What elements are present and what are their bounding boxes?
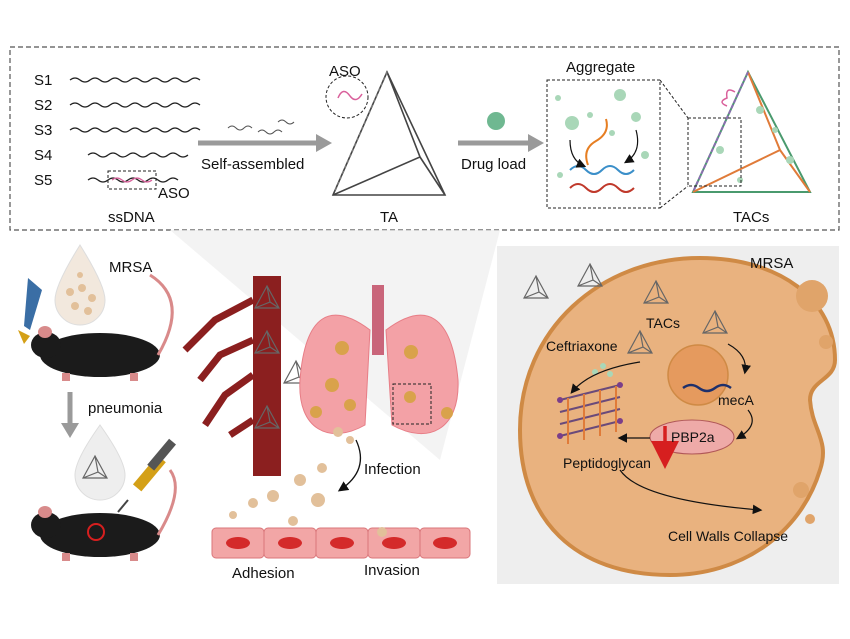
- label-mrsa-right: MRSA: [750, 255, 794, 272]
- label-pneumonia: pneumonia: [88, 400, 163, 417]
- label-ssdna: ssDNA: [108, 209, 155, 226]
- label-aso-top: ASO: [329, 63, 361, 80]
- self-assembly-arrow: [198, 119, 332, 152]
- small-bacteria: [793, 280, 833, 524]
- label-aggregate: Aggregate: [566, 59, 636, 76]
- label-invasion: Invasion: [364, 562, 420, 579]
- label-mrsa-left: MRSA: [109, 259, 153, 276]
- tacs-zoom-box: [687, 117, 742, 187]
- label-s2: S2: [34, 97, 53, 114]
- tac-drop-icon: [74, 424, 126, 501]
- strand-s4: [87, 152, 189, 158]
- aso-box: [107, 170, 157, 190]
- label-cell-walls-collapse: Cell Walls Collapse: [668, 528, 789, 544]
- blood-vessel-icon: [182, 276, 281, 476]
- strand-s5-aso: [111, 177, 153, 183]
- epithelial-cells: [211, 527, 471, 559]
- label-s3: S3: [34, 122, 53, 139]
- ceftriaxone-dots: [592, 363, 613, 377]
- label-aso-strand: ASO: [158, 185, 190, 202]
- mouse-icon-bottom: [31, 469, 177, 561]
- right-panel: [497, 246, 839, 584]
- label-s1: S1: [34, 72, 53, 89]
- strand-s1: [69, 77, 201, 83]
- label-tacs-top: TACs: [733, 209, 770, 226]
- drug-load-arrow: [458, 112, 544, 152]
- infection-arrow: [337, 439, 361, 492]
- label-self-assembled: Self-assembled: [201, 156, 305, 173]
- aso-circle: [325, 75, 369, 119]
- meca-gene-icon: [682, 383, 732, 393]
- ta-tetrahedron-icon: [331, 70, 447, 196]
- label-tacs-right: TACs: [646, 315, 680, 331]
- bacteria-cluster: [229, 427, 354, 526]
- mrsa-drop-icon: [54, 244, 106, 326]
- aggregate-box: [546, 79, 661, 209]
- zoom-lines: [659, 79, 689, 209]
- strand-s2: [69, 102, 201, 108]
- label-ta: TA: [380, 209, 399, 226]
- label-pbp2a: PBP2a: [671, 429, 715, 445]
- top-panel: [9, 46, 840, 231]
- label-s5: S5: [34, 172, 53, 189]
- aso-loop: [337, 90, 363, 101]
- pathway-arrows: [570, 343, 763, 515]
- top-panel-frame: [9, 46, 840, 231]
- left-panel: [18, 230, 500, 561]
- peptidoglycan-lattice-icon: [557, 382, 623, 444]
- bacterium-cell-icon: [517, 255, 838, 578]
- dropper-icon: [18, 278, 42, 344]
- strand-s5: [87, 177, 179, 183]
- label-ceftriaxone: Ceftriaxone: [546, 338, 618, 354]
- label-meca: mecA: [718, 392, 754, 408]
- lungs-icon: [299, 285, 459, 434]
- label-infection: Infection: [364, 461, 421, 478]
- strand-s3: [69, 127, 201, 133]
- label-drug-load: Drug load: [461, 156, 527, 173]
- syringe-icon: [117, 438, 176, 513]
- drug-sphere-icon: [487, 112, 505, 130]
- mouse-icon-top: [31, 273, 174, 381]
- ssdna-strands: [69, 77, 201, 183]
- label-peptidoglycan: Peptidoglycan: [563, 455, 651, 471]
- label-adhesion: Adhesion: [232, 565, 295, 582]
- label-s4: S4: [34, 147, 53, 164]
